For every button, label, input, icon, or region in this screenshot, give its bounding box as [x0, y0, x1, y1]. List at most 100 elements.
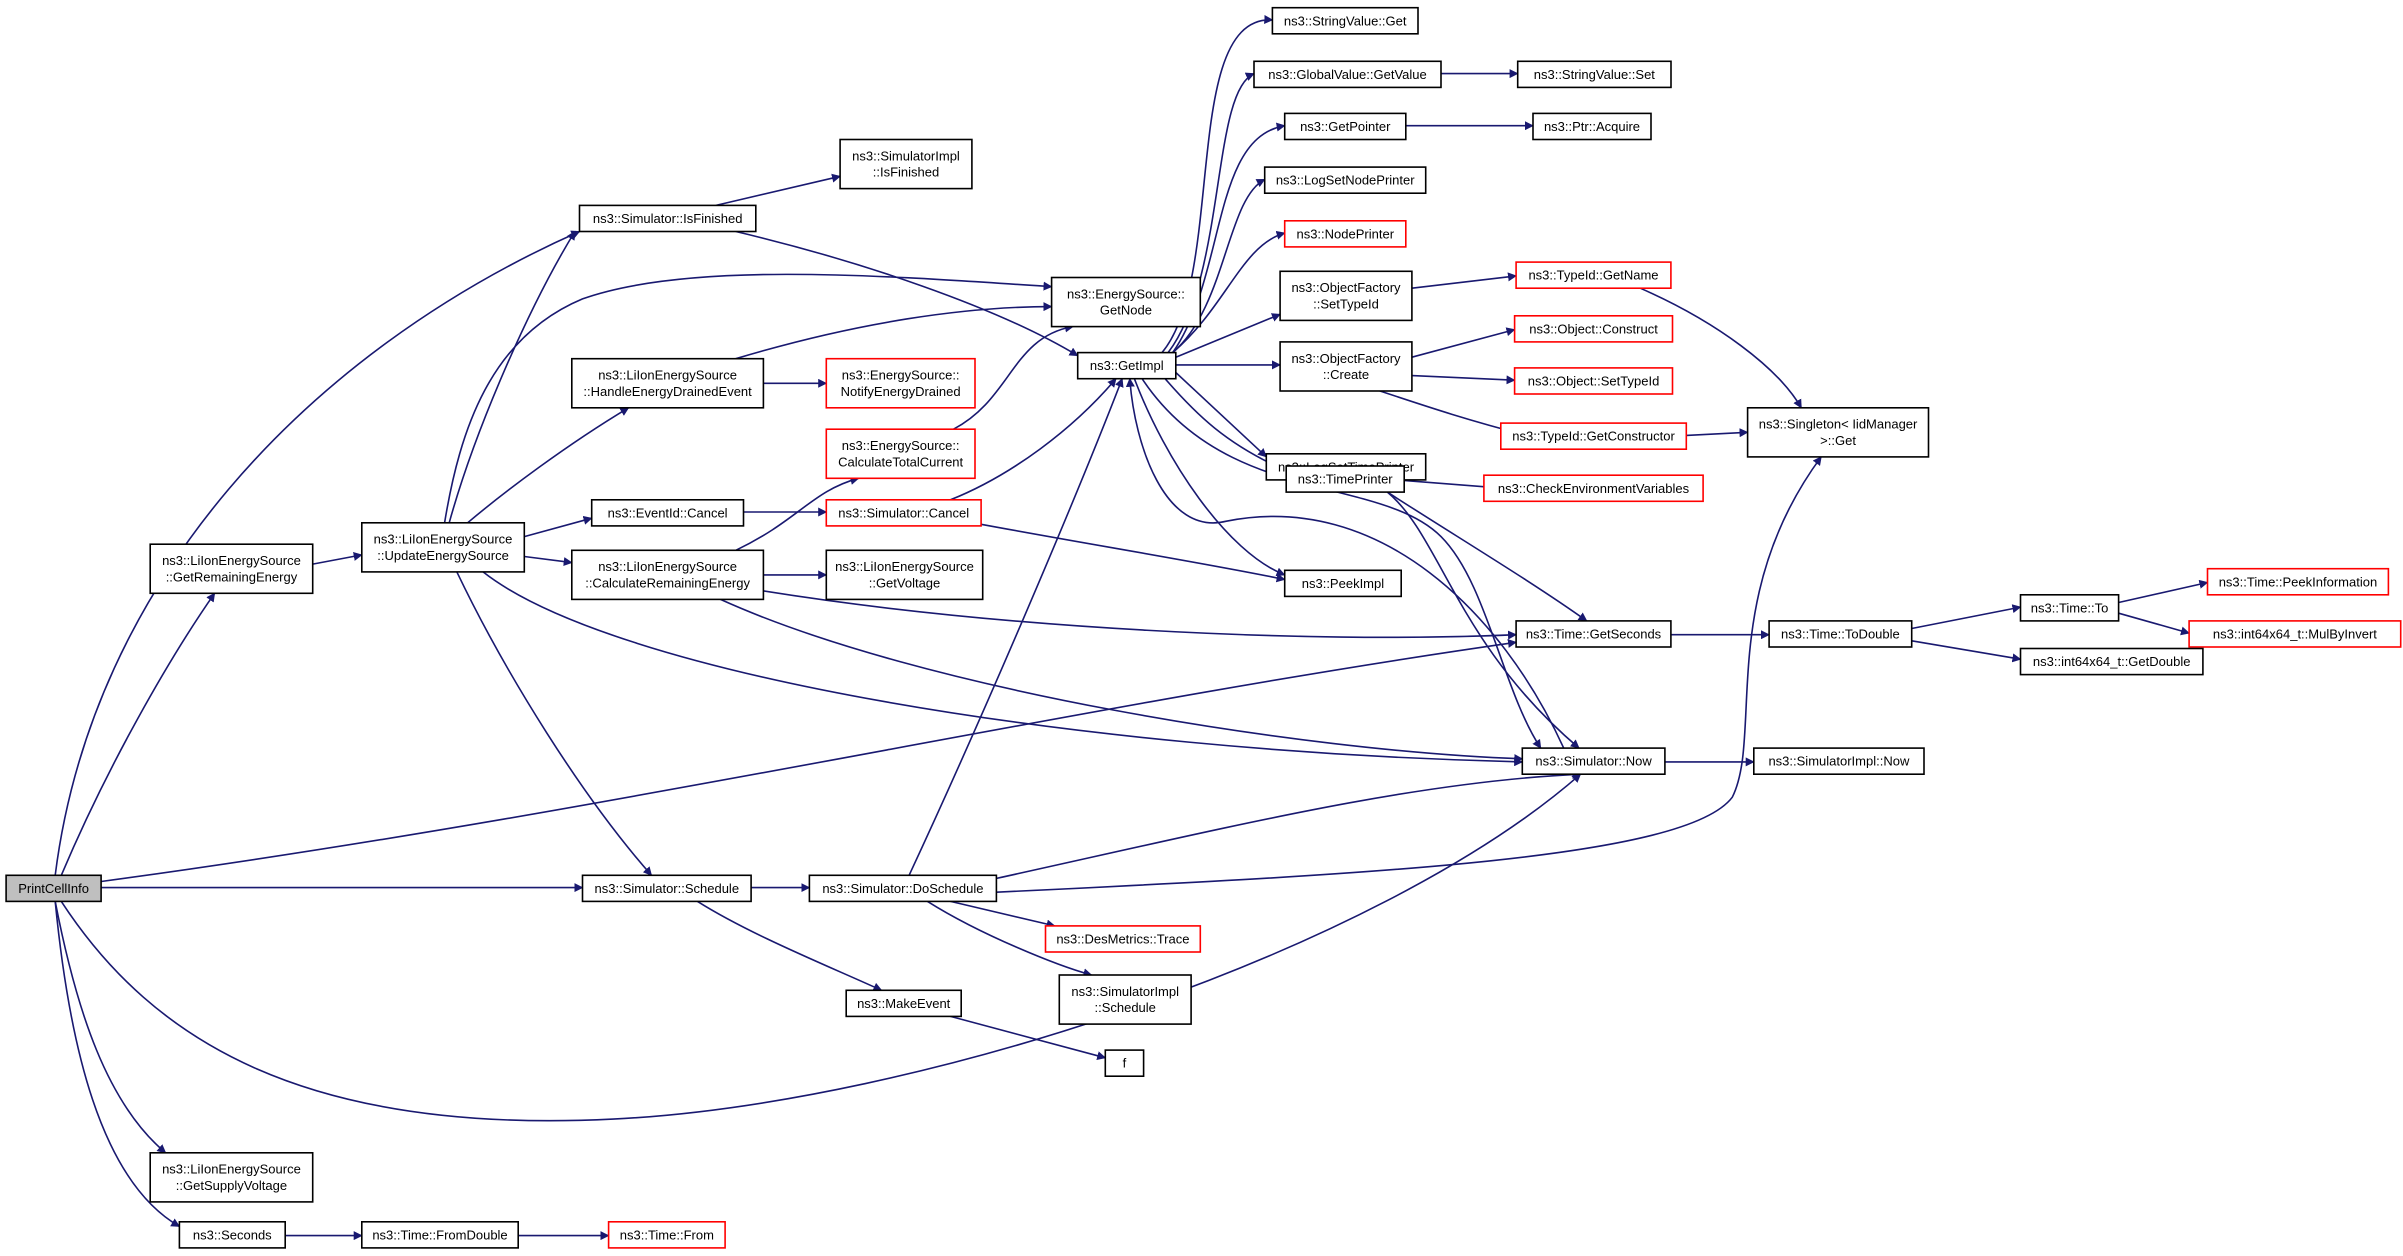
- node-sim-now[interactable]: ns3::Simulator::Now: [1521, 747, 1666, 775]
- node-int64-getdouble[interactable]: ns3::int64x64_t::GetDouble: [2019, 647, 2204, 676]
- node-object-settypeid[interactable]: ns3::Object::SetTypeId: [1513, 367, 1674, 395]
- node-lion-getremaining[interactable]: ns3::LiIonEnergySource::GetRemainingEner…: [149, 543, 314, 595]
- node-typeid-getname[interactable]: ns3::TypeId::GetName: [1515, 261, 1672, 290]
- node-checkenv[interactable]: ns3::CheckEnvironmentVariables: [1483, 474, 1704, 503]
- node-box: [1515, 620, 1672, 648]
- node-label: ns3::Singleton< IidManager: [1759, 417, 1918, 432]
- node-label: GetNode: [1100, 303, 1152, 318]
- edge-printcellinfo-to-time_getseconds: [101, 638, 1517, 883]
- node-box: [1515, 261, 1672, 290]
- node-label: ns3::GetImpl: [1090, 358, 1164, 373]
- node-getpointer[interactable]: ns3::GetPointer: [1283, 112, 1407, 141]
- node-getimpl[interactable]: ns3::GetImpl: [1076, 351, 1177, 380]
- node-lognodeprinter[interactable]: ns3::LogSetNodePrinter: [1263, 166, 1427, 195]
- node-printcellinfo[interactable]: PrintCellInfo: [5, 874, 102, 903]
- edge-line: [1175, 313, 1281, 358]
- node-globalvalue-getvalue[interactable]: ns3::GlobalValue::GetValue: [1253, 60, 1442, 89]
- edge-of_create-to-object_construct: [1411, 327, 1516, 358]
- node-es-notify[interactable]: ns3::EnergySource::NotifyEnergyDrained: [825, 357, 976, 409]
- node-desmetrics-trace[interactable]: ns3::DesMetrics::Trace: [1044, 925, 1202, 953]
- node-sim-isfinished[interactable]: ns3::Simulator::IsFinished: [578, 204, 757, 233]
- node-time-peekinfo[interactable]: ns3::Time::PeekInformation: [2206, 567, 2390, 596]
- node-lion-getsupply[interactable]: ns3::LiIonEnergySource::GetSupplyVoltage: [149, 1152, 314, 1203]
- node-label: >::Get: [1820, 433, 1856, 448]
- nodes-layer: PrintCellInfons3::LiIonEnergySource::Get…: [5, 6, 2402, 1249]
- node-box: [825, 549, 984, 601]
- node-simimpl-isfinished[interactable]: ns3::SimulatorImpl::IsFinished: [839, 138, 973, 190]
- node-label: ::GetSupplyVoltage: [176, 1178, 287, 1193]
- node-lion-getvoltage[interactable]: ns3::LiIonEnergySource::GetVoltage: [825, 549, 984, 601]
- node-box: [570, 549, 765, 601]
- node-box: [845, 989, 963, 1018]
- edge-line: [1411, 374, 1516, 385]
- node-box: [2206, 567, 2390, 596]
- node-box: [1283, 112, 1407, 141]
- edge-line: [1172, 230, 1286, 354]
- edge-line: [524, 555, 573, 567]
- edge-typeid_getname-to-singleton_get: [1639, 287, 1802, 409]
- node-time-from[interactable]: ns3::Time::From: [607, 1221, 726, 1249]
- node-box: [839, 138, 973, 190]
- edge-line: [1639, 287, 1802, 409]
- node-simimpl-schedule[interactable]: ns3::SimulatorImpl::Schedule: [1058, 974, 1192, 1025]
- edge-line: [996, 456, 1822, 893]
- edge-lion_update-to-eventid_cancel: [524, 515, 593, 538]
- node-es-getnode[interactable]: ns3::EnergySource::GetNode: [1050, 276, 1202, 328]
- node-object-construct[interactable]: ns3::Object::Construct: [1513, 314, 1674, 343]
- node-lion-handle[interactable]: ns3::LiIonEnergySource::HandleEnergyDrai…: [570, 357, 765, 409]
- edge-line: [1911, 604, 2022, 630]
- node-sim-cancel[interactable]: ns3::Simulator::Cancel: [825, 498, 982, 527]
- node-nodeprinter[interactable]: ns3::NodePrinter: [1283, 220, 1407, 248]
- node-box: [1513, 367, 1674, 395]
- node-box: [1532, 112, 1652, 141]
- edge-getimpl-to-peekimpl: [1133, 378, 1286, 577]
- node-seconds[interactable]: ns3::Seconds: [178, 1221, 286, 1249]
- edge-line: [950, 900, 1056, 929]
- edge-line: [950, 1015, 1107, 1061]
- node-label: ::SetTypeId: [1313, 297, 1379, 312]
- node-of-create[interactable]: ns3::ObjectFactory::Create: [1279, 341, 1413, 392]
- node-label: ns3::StringValue::Get: [1284, 13, 1407, 28]
- edge-sim_now-to-getimpl: [1125, 377, 1565, 749]
- edge-printcellinfo-to-seconds: [54, 901, 181, 1228]
- node-mulbyinvert[interactable]: ns3::int64x64_t::MulByInvert: [2188, 620, 2402, 648]
- node-f[interactable]: f: [1104, 1049, 1145, 1077]
- edge-line: [1911, 640, 2022, 663]
- node-simimpl-now[interactable]: ns3::SimulatorImpl::Now: [1753, 747, 1925, 775]
- node-makeevent[interactable]: ns3::MakeEvent: [845, 989, 963, 1018]
- node-time-to[interactable]: ns3::Time::To: [2019, 593, 2120, 622]
- node-label: ::IsFinished: [873, 165, 939, 180]
- node-typeid-getconstructor[interactable]: ns3::TypeId::GetConstructor: [1500, 422, 1688, 451]
- node-label: ns3::Object::SetTypeId: [1528, 373, 1660, 388]
- node-singleton-get[interactable]: ns3::Singleton< IidManager >::Get: [1746, 406, 1930, 458]
- node-box: [1283, 220, 1407, 248]
- node-timeprinter[interactable]: ns3::TimePrinter: [1285, 465, 1405, 493]
- node-sim-doschedule[interactable]: ns3::Simulator::DoSchedule: [808, 874, 998, 903]
- node-label: ns3::Time::ToDouble: [1781, 626, 1900, 641]
- edge-line: [953, 323, 1074, 430]
- node-box: [149, 1152, 314, 1203]
- node-lion-update[interactable]: ns3::LiIonEnergySource::UpdateEnergySour…: [360, 521, 526, 573]
- edge-lion_update-to-es_getnode: [443, 273, 1053, 523]
- node-box: [1279, 341, 1413, 392]
- node-peekimpl[interactable]: ns3::PeekImpl: [1283, 569, 1402, 598]
- node-of-settypeid[interactable]: ns3::ObjectFactory::SetTypeId: [1279, 270, 1413, 322]
- node-label: ns3::EnergySource::: [842, 438, 960, 453]
- node-box: [1283, 569, 1402, 598]
- node-stringvalue-get[interactable]: ns3::StringValue::Get: [1271, 6, 1419, 35]
- edge-sim_doschedule-to-simimpl_schedule: [927, 900, 1093, 978]
- node-eventid-cancel[interactable]: ns3::EventId::Cancel: [590, 498, 745, 527]
- edge-line: [482, 571, 1524, 767]
- node-sim-schedule[interactable]: ns3::Simulator::Schedule: [581, 874, 752, 903]
- node-es-calctotal[interactable]: ns3::EnergySource::CalculateTotalCurrent: [825, 428, 976, 480]
- node-time-getseconds[interactable]: ns3::Time::GetSeconds: [1515, 620, 1672, 648]
- node-ptr-acquire[interactable]: ns3::Ptr::Acquire: [1532, 112, 1652, 141]
- edge-typeid_getconstructor-to-singleton_get: [1686, 428, 1749, 438]
- edge-getimpl-to-logtimeprinter: [1175, 371, 1267, 458]
- node-box: [1513, 314, 1674, 343]
- node-label: ns3::Ptr::Acquire: [1544, 119, 1640, 134]
- node-lion-calcremaining[interactable]: ns3::LiIonEnergySource::CalculateRemaini…: [570, 549, 765, 601]
- node-time-todouble[interactable]: ns3::Time::ToDouble: [1768, 620, 1913, 648]
- node-stringvalue-set[interactable]: ns3::StringValue::Set: [1516, 60, 1672, 89]
- node-time-fromdouble[interactable]: ns3::Time::FromDouble: [360, 1221, 519, 1249]
